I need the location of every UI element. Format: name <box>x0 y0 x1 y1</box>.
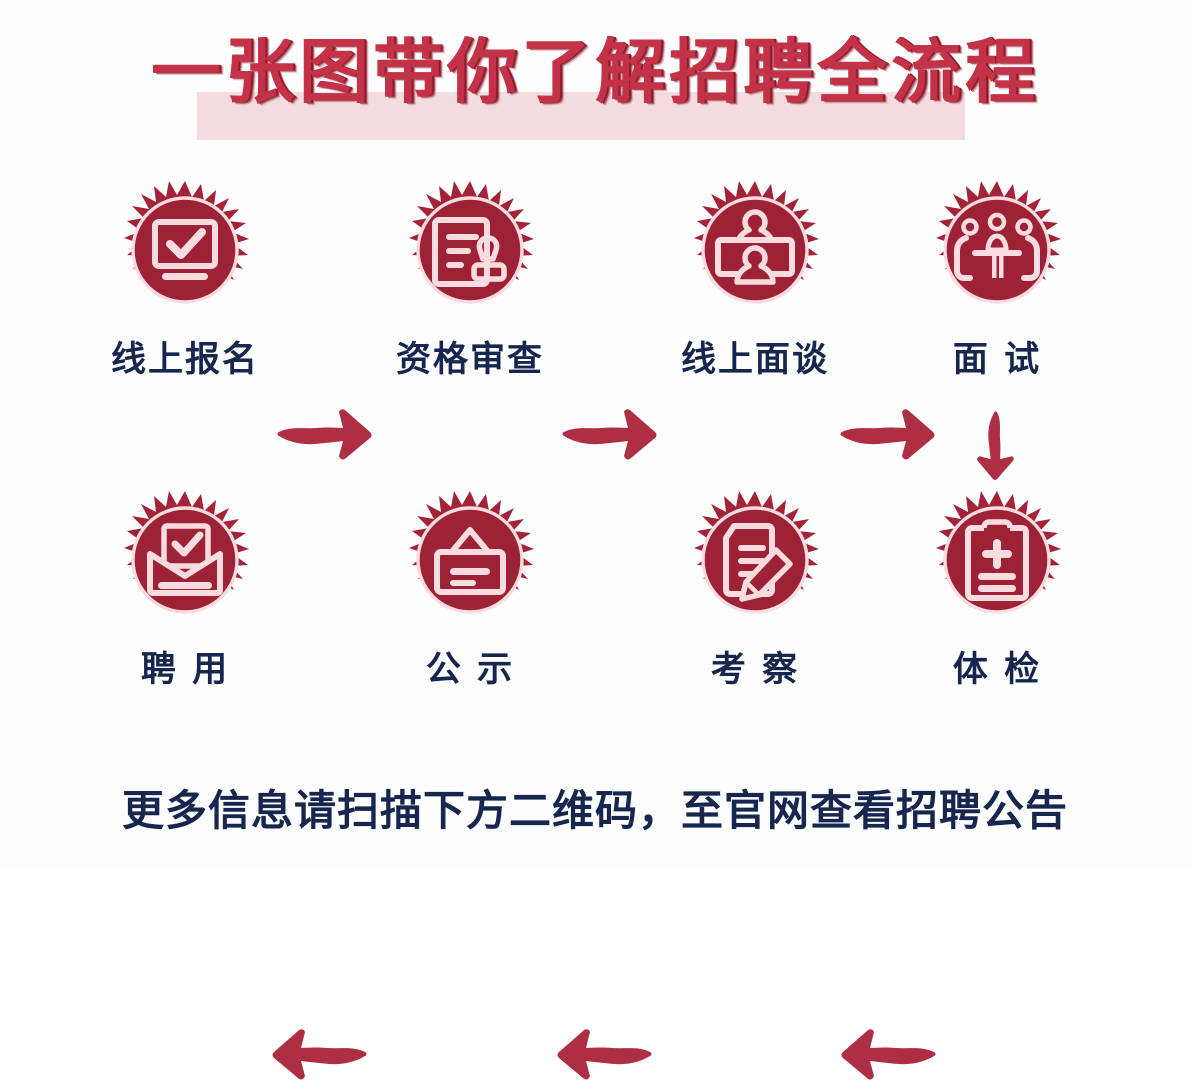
badge-panel-interview <box>936 181 1061 304</box>
document-stamp-icon <box>432 217 507 287</box>
arrow-step4-to-step5 <box>977 411 1014 480</box>
badge-document-stamp <box>409 181 534 304</box>
flow-step-label: 资格审查 <box>395 340 544 380</box>
flow-row-bottom: 聘 用 公 示 <box>0 488 1190 1080</box>
medical-clipboard-icon <box>965 519 1029 601</box>
flow-step-label: 面 试 <box>952 340 1042 380</box>
flow-row-top: 线上报名 资格审查 <box>0 178 1190 460</box>
notice-board-icon <box>434 527 506 595</box>
flow-step-online-registration[interactable]: 线上报名 <box>85 178 285 382</box>
monitor-check-icon <box>152 219 218 280</box>
arrow-step6-to-step7 <box>557 1029 652 1080</box>
video-interview-icon <box>715 209 795 285</box>
arrow-step2-to-step3 <box>562 409 657 460</box>
arrow-step7-to-step8 <box>272 1029 367 1080</box>
badge-monitor-check <box>124 181 249 304</box>
badge-notice-board <box>409 491 534 614</box>
arrow-step5-to-step6 <box>841 1029 936 1080</box>
flow-step-label: 体 检 <box>952 650 1042 690</box>
flow-step-label: 线上面谈 <box>680 340 829 380</box>
arrow-step1-to-step2 <box>277 409 372 460</box>
arrow-step3-to-step4 <box>840 409 935 460</box>
page-title: 一张图带你了解招聘全流程 <box>151 30 1039 113</box>
flow-step-label: 公 示 <box>425 650 515 690</box>
panel-interview-icon <box>954 212 1040 281</box>
flow-step-investigation[interactable]: 考 察 <box>655 488 855 692</box>
flow-step-qualification-review[interactable]: 资格审查 <box>370 178 570 382</box>
title-highlight-band <box>197 92 965 140</box>
document-pencil-icon <box>723 523 793 602</box>
envelope-check-icon <box>147 523 223 596</box>
badge-video-interview <box>694 181 819 304</box>
footer-note: 更多信息请扫描下方二维码，至官网查看招聘公告 <box>121 786 1068 835</box>
badge-medical-clipboard <box>936 491 1061 614</box>
flow-step-online-interview[interactable]: 线上面谈 <box>655 178 855 382</box>
flow-step-label: 线上报名 <box>110 340 259 380</box>
badge-envelope-check <box>124 491 249 614</box>
badge-document-pencil <box>694 491 819 614</box>
flow-step-interview[interactable]: 面 试 <box>897 178 1097 382</box>
flow-step-public-notice[interactable]: 公 示 <box>370 488 570 692</box>
recruitment-flow-poster: 一张图带你了解招聘全流程 <box>0 26 1190 1080</box>
flow-step-hiring[interactable]: 聘 用 <box>85 488 285 692</box>
flow-step-label: 考 察 <box>710 650 800 690</box>
flow-step-label: 聘 用 <box>140 650 230 690</box>
flow-step-physical-exam[interactable]: 体 检 <box>897 488 1097 692</box>
poster-title-area: 一张图带你了解招聘全流程 <box>0 26 1190 140</box>
